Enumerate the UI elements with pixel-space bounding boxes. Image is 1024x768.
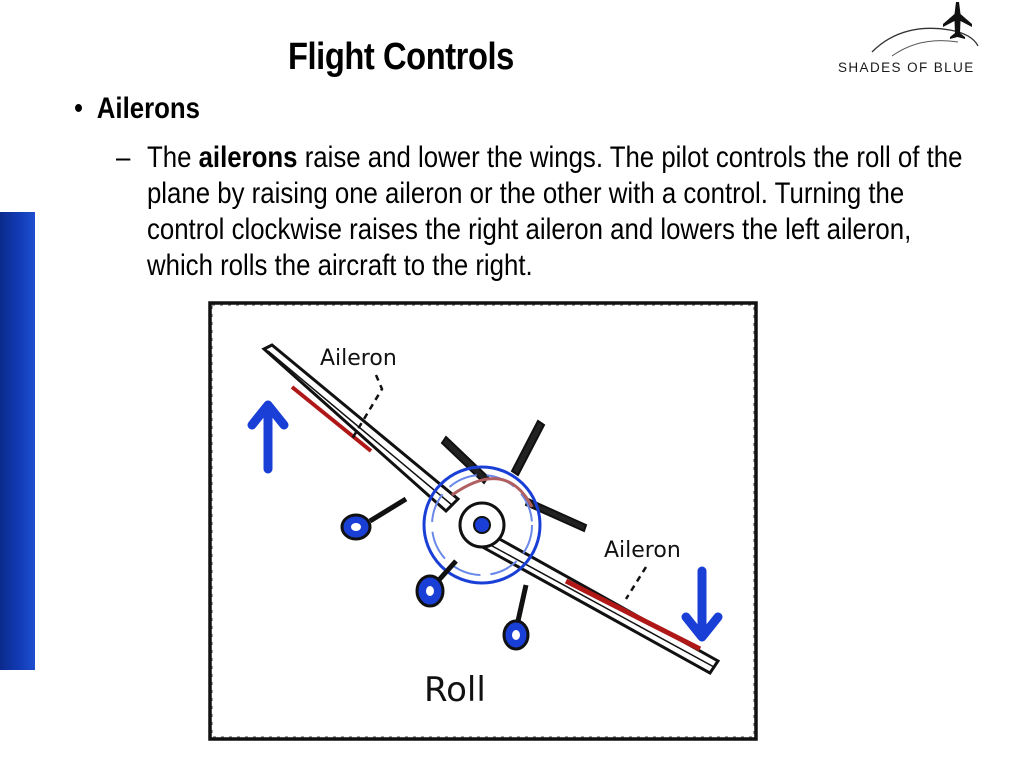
arrow-up-icon — [247, 400, 289, 474]
bullet-label: Ailerons — [96, 92, 201, 125]
logo-text: SHADES OF BLUE — [838, 60, 975, 75]
tail-fins — [440, 419, 588, 533]
sub-bullet: – The ailerons raise and lower the wings… — [116, 140, 963, 284]
ailerons-term: ailerons — [198, 141, 298, 174]
aileron-label-upper: Aileron — [320, 346, 397, 371]
sub-bullet-dash: – — [116, 141, 131, 174]
roll-diagram: Aileron Aileron Roll — [208, 301, 758, 741]
bullet-symbol: • — [74, 92, 84, 125]
sub-bullet-text: The ailerons raise and lower the wings. … — [147, 140, 963, 284]
sub-bullet-lead: The — [146, 141, 199, 174]
roll-caption: Roll — [424, 670, 486, 710]
aileron-upper-red — [290, 385, 373, 453]
fuselage — [422, 465, 542, 585]
slide-title: Flight Controls — [288, 36, 514, 78]
landing-gear — [340, 496, 530, 651]
aileron-label-lower: Aileron — [604, 538, 681, 563]
jet-icon — [943, 2, 972, 39]
sub-bullet-body: raise and lower the wings. The pilot con… — [146, 141, 963, 282]
arrow-down-icon — [681, 566, 723, 642]
side-accent-bar — [0, 212, 35, 670]
aileron-lower-red — [564, 578, 702, 652]
bullet-ailerons: • Ailerons — [74, 92, 200, 126]
shades-of-blue-logo — [871, 2, 979, 57]
